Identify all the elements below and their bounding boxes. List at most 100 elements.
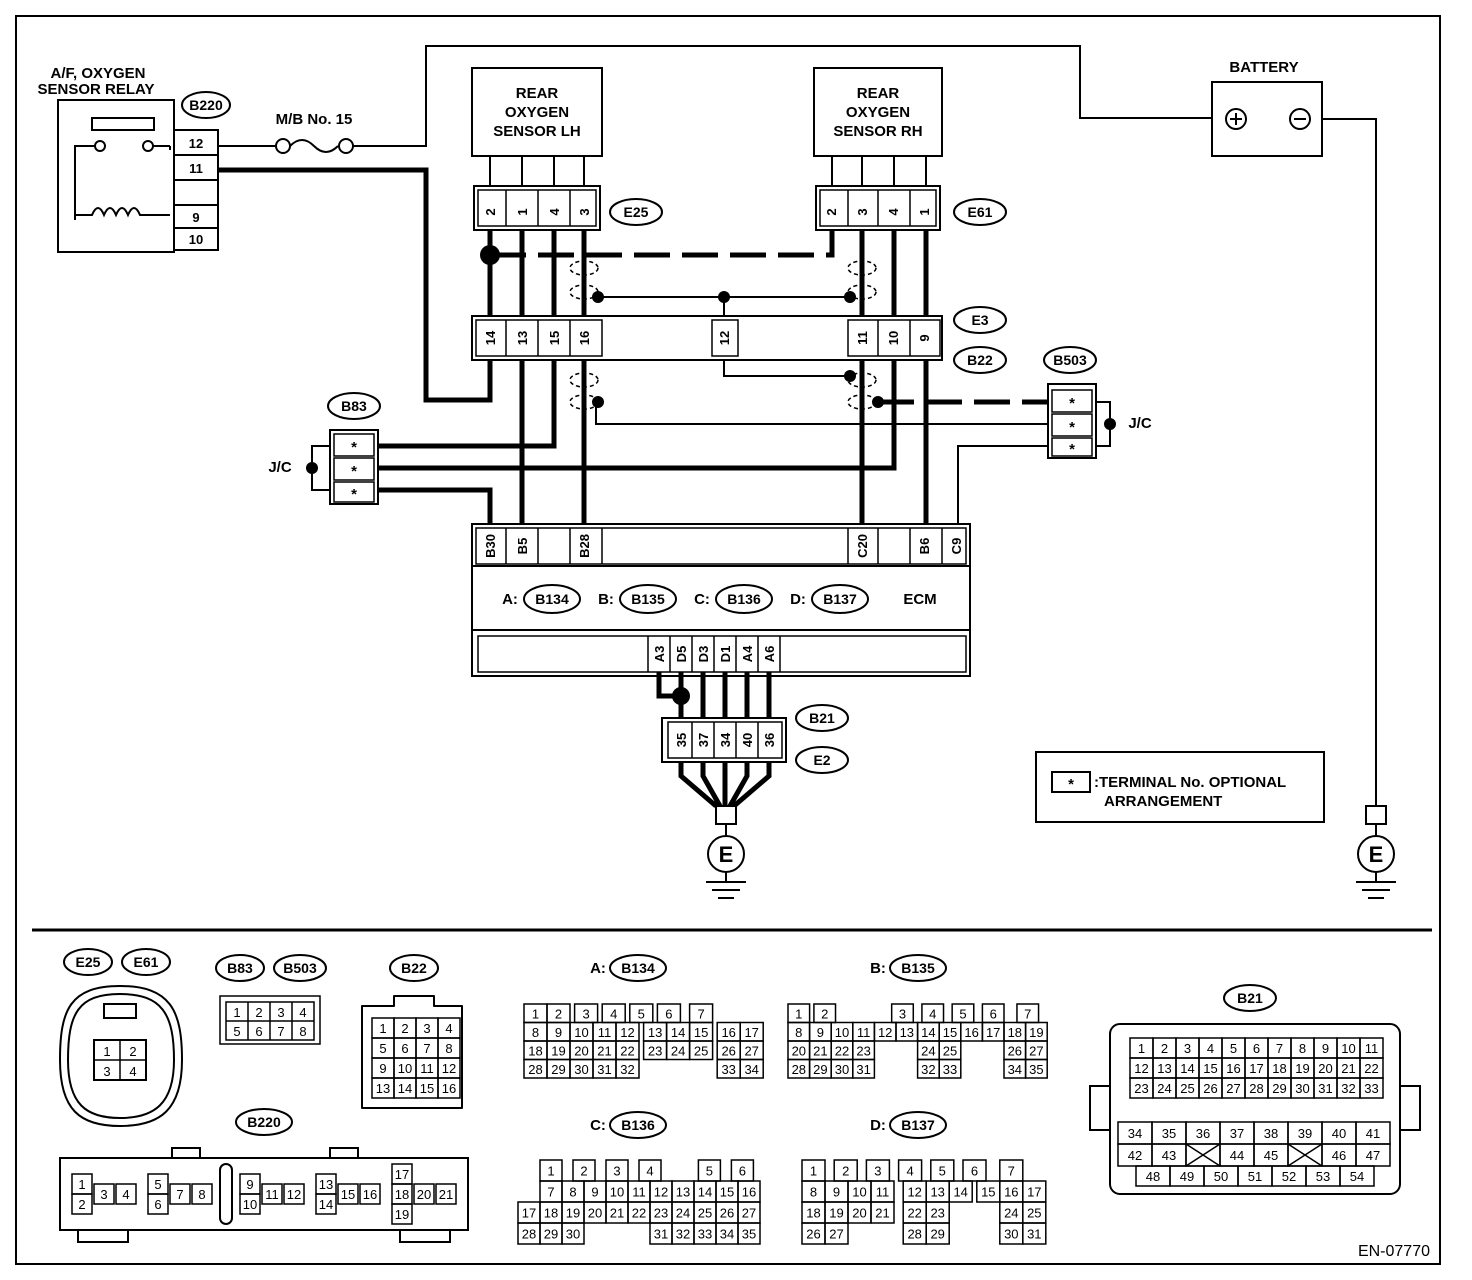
b21-pin: 48 [1146,1169,1160,1184]
b136-pin: 33 [698,1227,712,1242]
b137-pin: 13 [930,1185,944,1200]
svg-text:D5: D5 [674,646,689,663]
b137-pin: 3 [874,1164,881,1179]
pin-cell [948,1180,973,1203]
svg-text:35: 35 [674,733,689,747]
relay-title-2: SENSOR RELAY [38,81,155,98]
b22-pin: 10 [398,1061,412,1076]
b21-pin: 36 [1196,1126,1210,1141]
b136-pin: 14 [698,1185,712,1200]
b134-pin: 12 [620,1025,634,1040]
b21-pin: 24 [1157,1081,1171,1096]
b21-pin: 4 [1207,1041,1214,1056]
b136-pin: 21 [610,1206,624,1221]
b136-pin: 20 [588,1206,602,1221]
ground-right: E [1356,805,1396,899]
b21-pin: 35 [1162,1126,1176,1141]
b21-pin: 15 [1203,1061,1217,1076]
b136-pin: 6 [739,1164,746,1179]
b220-pin: 13 [319,1177,333,1192]
svg-text:E61: E61 [134,954,159,970]
b22-pin: 7 [423,1041,430,1056]
wires-ground [656,672,772,718]
view-b83-b503: B83 B503 1 2 3 4 5 6 7 8 [215,954,327,1045]
svg-text:C9: C9 [949,538,964,555]
b21-pin: 45 [1264,1148,1278,1163]
b21-pin: 29 [1272,1081,1286,1096]
b136-pin: 35 [742,1227,756,1242]
b137-pin: 1 [810,1164,817,1179]
b136-pin: 1 [547,1164,554,1179]
b137-pin: 5 [939,1164,946,1179]
b135-pin: 25 [943,1043,957,1058]
b136-pin: 23 [654,1206,668,1221]
b22-pin: 16 [442,1081,456,1096]
ground-connector-b21-e2: 35 37 34 40 36 B21 E2 E [661,704,849,899]
svg-text:2: 2 [255,1005,262,1020]
b21-pin: 11 [1365,1041,1379,1056]
b22-pin: 14 [398,1081,412,1096]
b137-pin: 23 [930,1206,944,1221]
b134-pin: 1 [532,1006,539,1021]
svg-text:*: * [1069,395,1075,412]
b21-pin: 47 [1366,1148,1380,1163]
b135-pin: 24 [921,1043,935,1058]
b134-pin: 8 [532,1025,539,1040]
b220-pin: 2 [78,1197,85,1212]
b22-pin: 2 [401,1021,408,1036]
svg-text:OXYGEN: OXYGEN [505,104,569,121]
view-e25-e61: E25 E61 1 2 3 4 [58,948,184,1128]
svg-text:REAR: REAR [516,85,559,102]
svg-text:B503: B503 [1053,352,1087,368]
b220-pin: 12 [287,1187,301,1202]
wires-upper [218,167,929,403]
svg-text:B135: B135 [631,591,665,607]
jc-b83: B83 * * * J/C [268,392,381,505]
b135-pin: 4 [929,1006,936,1021]
b136-pin: 27 [742,1206,756,1221]
b137-pin: 9 [833,1185,840,1200]
b220-pin: 4 [122,1187,129,1202]
b137-pin: 18 [806,1206,820,1221]
legend: * :TERMINAL No. OPTIONAL ARRANGEMENT [1035,751,1325,823]
svg-text:3: 3 [103,1064,110,1079]
pin-cell [359,1183,381,1205]
b21-pin: 14 [1180,1061,1194,1076]
b21-pin: 52 [1282,1169,1296,1184]
b21-pin: 19 [1295,1061,1309,1076]
relay-pin-10: 10 [189,232,203,247]
svg-text:SENSOR RH: SENSOR RH [833,123,922,140]
b135-pin: 2 [821,1006,828,1021]
b21-pin: 13 [1157,1061,1171,1076]
ground-right-label: E [1369,842,1384,867]
b134-pin: 6 [665,1006,672,1021]
b134-pin: 21 [597,1043,611,1058]
pin-cell [435,1183,457,1205]
svg-text:4: 4 [886,208,901,216]
svg-text:D:: D: [790,591,806,608]
svg-text:40: 40 [740,733,755,747]
b220-pin: 21 [439,1187,453,1202]
b135-pin: 32 [921,1062,935,1077]
svg-text:*: * [351,486,357,503]
b21-pin: 28 [1249,1081,1263,1096]
b135-pin: 20 [792,1043,806,1058]
svg-text:B:: B: [598,591,614,608]
pin-cell [1022,1222,1047,1245]
b136-pin: 12 [654,1185,668,1200]
b137-pin: 4 [906,1164,913,1179]
b136-pin: 25 [698,1206,712,1221]
b220-pin: 19 [395,1207,409,1222]
svg-text:B21: B21 [809,710,835,726]
relay-contact-icon [91,117,155,131]
svg-text:B5: B5 [515,538,530,555]
relay-coil-icon [75,207,170,218]
b134-pin: 24 [671,1043,685,1058]
b136-pin: 19 [566,1206,580,1221]
b135-pin: 22 [835,1043,849,1058]
b21-pin: 37 [1230,1126,1244,1141]
b21-pin: 41 [1366,1126,1380,1141]
b135-pin: 11 [857,1025,871,1040]
